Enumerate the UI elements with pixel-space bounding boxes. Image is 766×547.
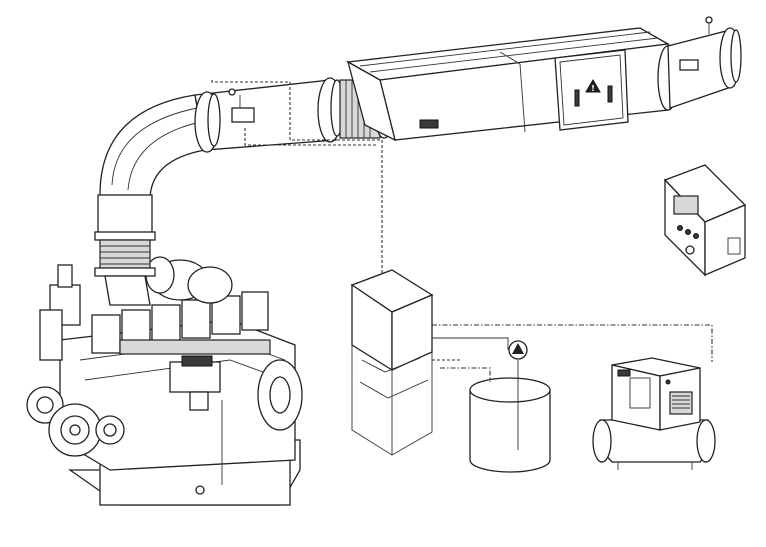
signal-lines	[211, 80, 713, 382]
air-compressor	[592, 357, 716, 470]
exhaust-elbow	[94, 94, 206, 241]
svg-text:!: !	[591, 84, 595, 93]
flexible-bellows	[94, 239, 156, 306]
pump-arrow-icon	[512, 343, 524, 354]
diesel-engine	[26, 256, 303, 506]
dosing-unit	[350, 269, 434, 456]
exhaust-pipe	[194, 77, 344, 153]
reagent-tank	[469, 360, 551, 473]
warning-triangle-icon: !	[585, 79, 601, 93]
outlet-pipe	[657, 16, 742, 111]
control-cabinet	[663, 164, 747, 277]
